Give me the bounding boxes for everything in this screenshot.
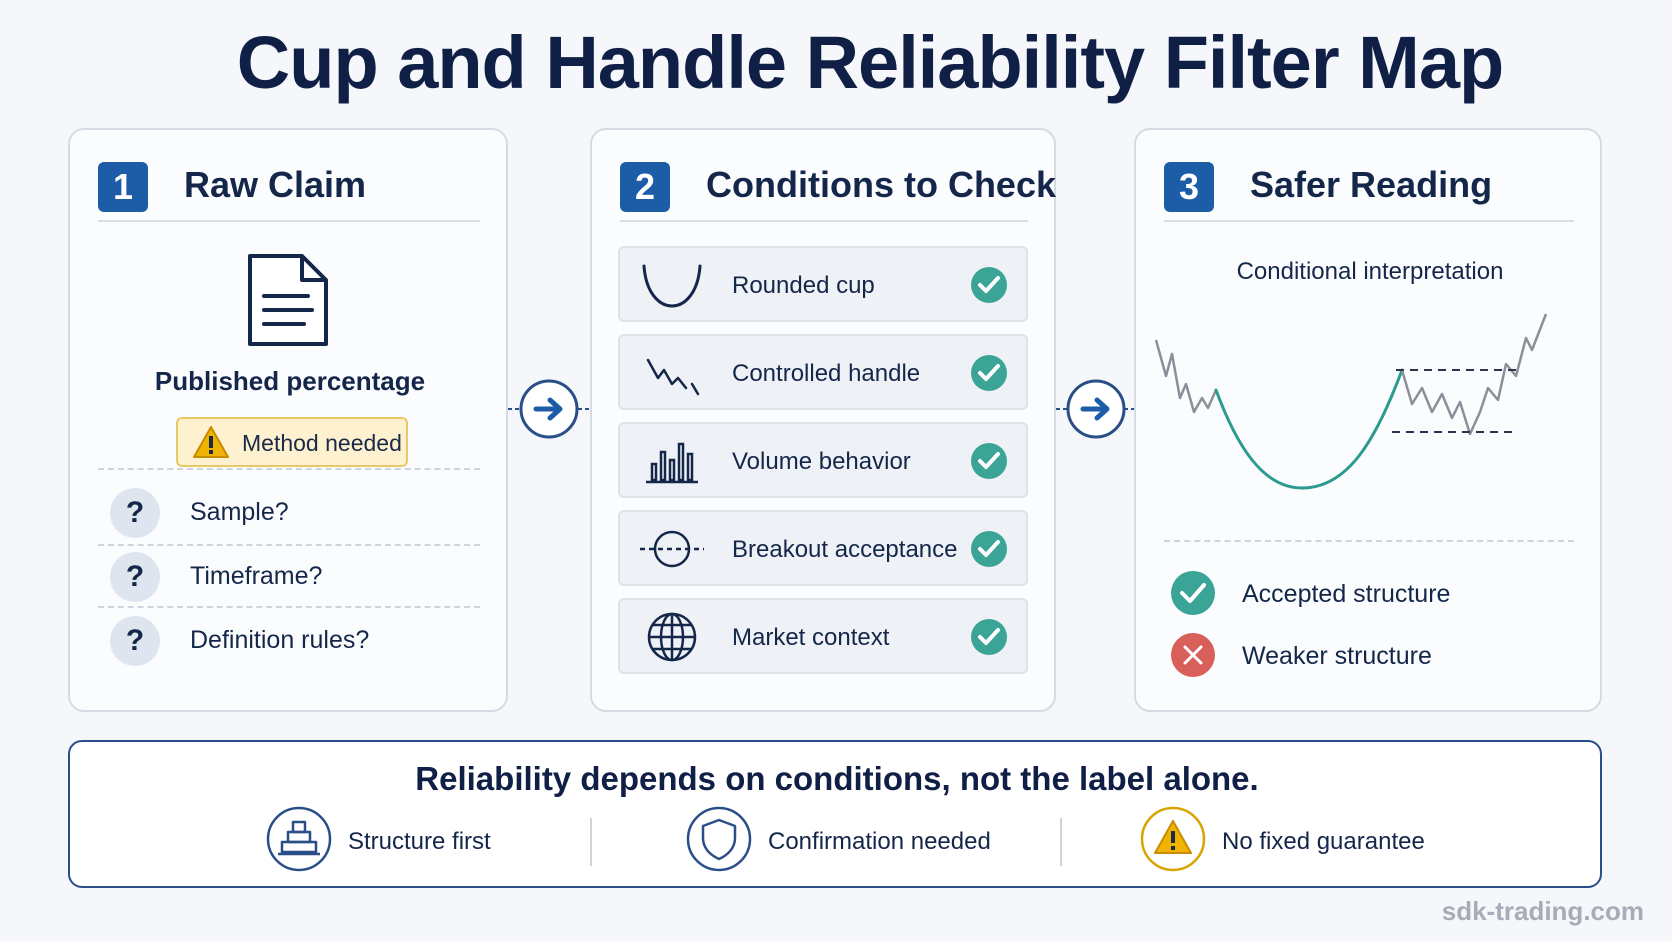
published-percentage-label: Published percentage	[154, 366, 426, 396]
summary-label: Structure first	[348, 828, 491, 855]
question-icon: ?	[110, 488, 160, 538]
check-icon	[971, 443, 1007, 479]
question-label: Timeframe?	[190, 562, 323, 590]
condition-label: Controlled handle	[732, 360, 921, 387]
method-needed-label: Method needed	[242, 430, 402, 456]
summary-label: Confirmation needed	[768, 828, 991, 855]
flow-arrow-icon	[1056, 379, 1136, 439]
condition-row: Volume behavior	[618, 422, 1028, 498]
condition-row: Market context	[618, 598, 1028, 674]
watermark: sdk-trading.com	[1441, 896, 1644, 926]
check-icon	[971, 355, 1007, 391]
handle-trend-icon	[646, 358, 700, 396]
divider	[1060, 818, 1062, 866]
globe-icon	[647, 612, 697, 662]
question-row: ? Timeframe?	[98, 544, 480, 610]
check-icon	[971, 531, 1007, 567]
condition-row: Controlled handle	[618, 334, 1028, 410]
condition-label: Market context	[732, 624, 890, 651]
question-icon: ?	[110, 616, 160, 666]
shield-icon	[686, 806, 752, 872]
question-row: ? Definition rules?	[98, 608, 480, 674]
flow-arrow-icon	[508, 379, 590, 439]
panel-header: 2 Conditions to Check	[620, 152, 1056, 222]
check-icon	[971, 267, 1007, 303]
panel-header: 1 Raw Claim	[98, 152, 480, 222]
summary-banner: Reliability depends on conditions, not t…	[68, 740, 1602, 888]
step-number: 2	[620, 162, 670, 212]
question-row: ? Sample?	[98, 480, 480, 546]
cup-handle-diagram	[1154, 313, 1548, 490]
x-icon	[1171, 633, 1215, 677]
divider	[1164, 540, 1574, 542]
breakout-circle-icon	[640, 530, 704, 568]
summary-message: Reliability depends on conditions, not t…	[415, 760, 1259, 797]
panel-title: Conditions to Check	[706, 164, 1056, 205]
document-icon	[248, 254, 328, 346]
method-needed-badge: Method needed	[176, 417, 408, 467]
panel-title: Safer Reading	[1250, 164, 1493, 205]
panel-title: Raw Claim	[184, 164, 367, 205]
conditions-panel: 2 Conditions to Check Rounded cup Contro…	[590, 128, 1056, 712]
panel-header: 3 Safer Reading	[1164, 152, 1574, 222]
question-icon: ?	[110, 552, 160, 602]
check-icon	[1171, 571, 1215, 615]
step-number: 3	[1164, 162, 1214, 212]
rounded-cup-icon	[642, 264, 702, 308]
condition-label: Breakout acceptance	[732, 536, 958, 563]
divider	[98, 468, 480, 470]
divider	[590, 818, 592, 866]
interpretation-label: Conditional interpretation	[1236, 258, 1504, 285]
divider	[98, 606, 480, 608]
condition-label: Rounded cup	[732, 272, 875, 299]
legend-label: Accepted structure	[1242, 580, 1451, 608]
step-number: 1	[98, 162, 148, 212]
structure-stack-icon	[266, 806, 332, 872]
volume-bars-icon	[646, 442, 698, 484]
raw-claim-panel: 1 Raw Claim Published percentage Method …	[68, 128, 508, 712]
warning-icon	[193, 426, 229, 458]
question-label: Definition rules?	[190, 626, 370, 654]
condition-row: Breakout acceptance	[618, 510, 1028, 586]
condition-label: Volume behavior	[732, 448, 911, 475]
summary-label: No fixed guarantee	[1222, 828, 1425, 855]
condition-row: Rounded cup	[618, 246, 1028, 322]
divider	[98, 544, 480, 546]
check-icon	[971, 619, 1007, 655]
page-title: Cup and Handle Reliability Filter Map	[236, 21, 1504, 104]
legend-label: Weaker structure	[1242, 642, 1432, 670]
safer-reading-panel: 3 Safer Reading Conditional interpretati…	[1134, 128, 1602, 712]
warning-icon	[1140, 806, 1206, 872]
question-label: Sample?	[190, 498, 289, 526]
